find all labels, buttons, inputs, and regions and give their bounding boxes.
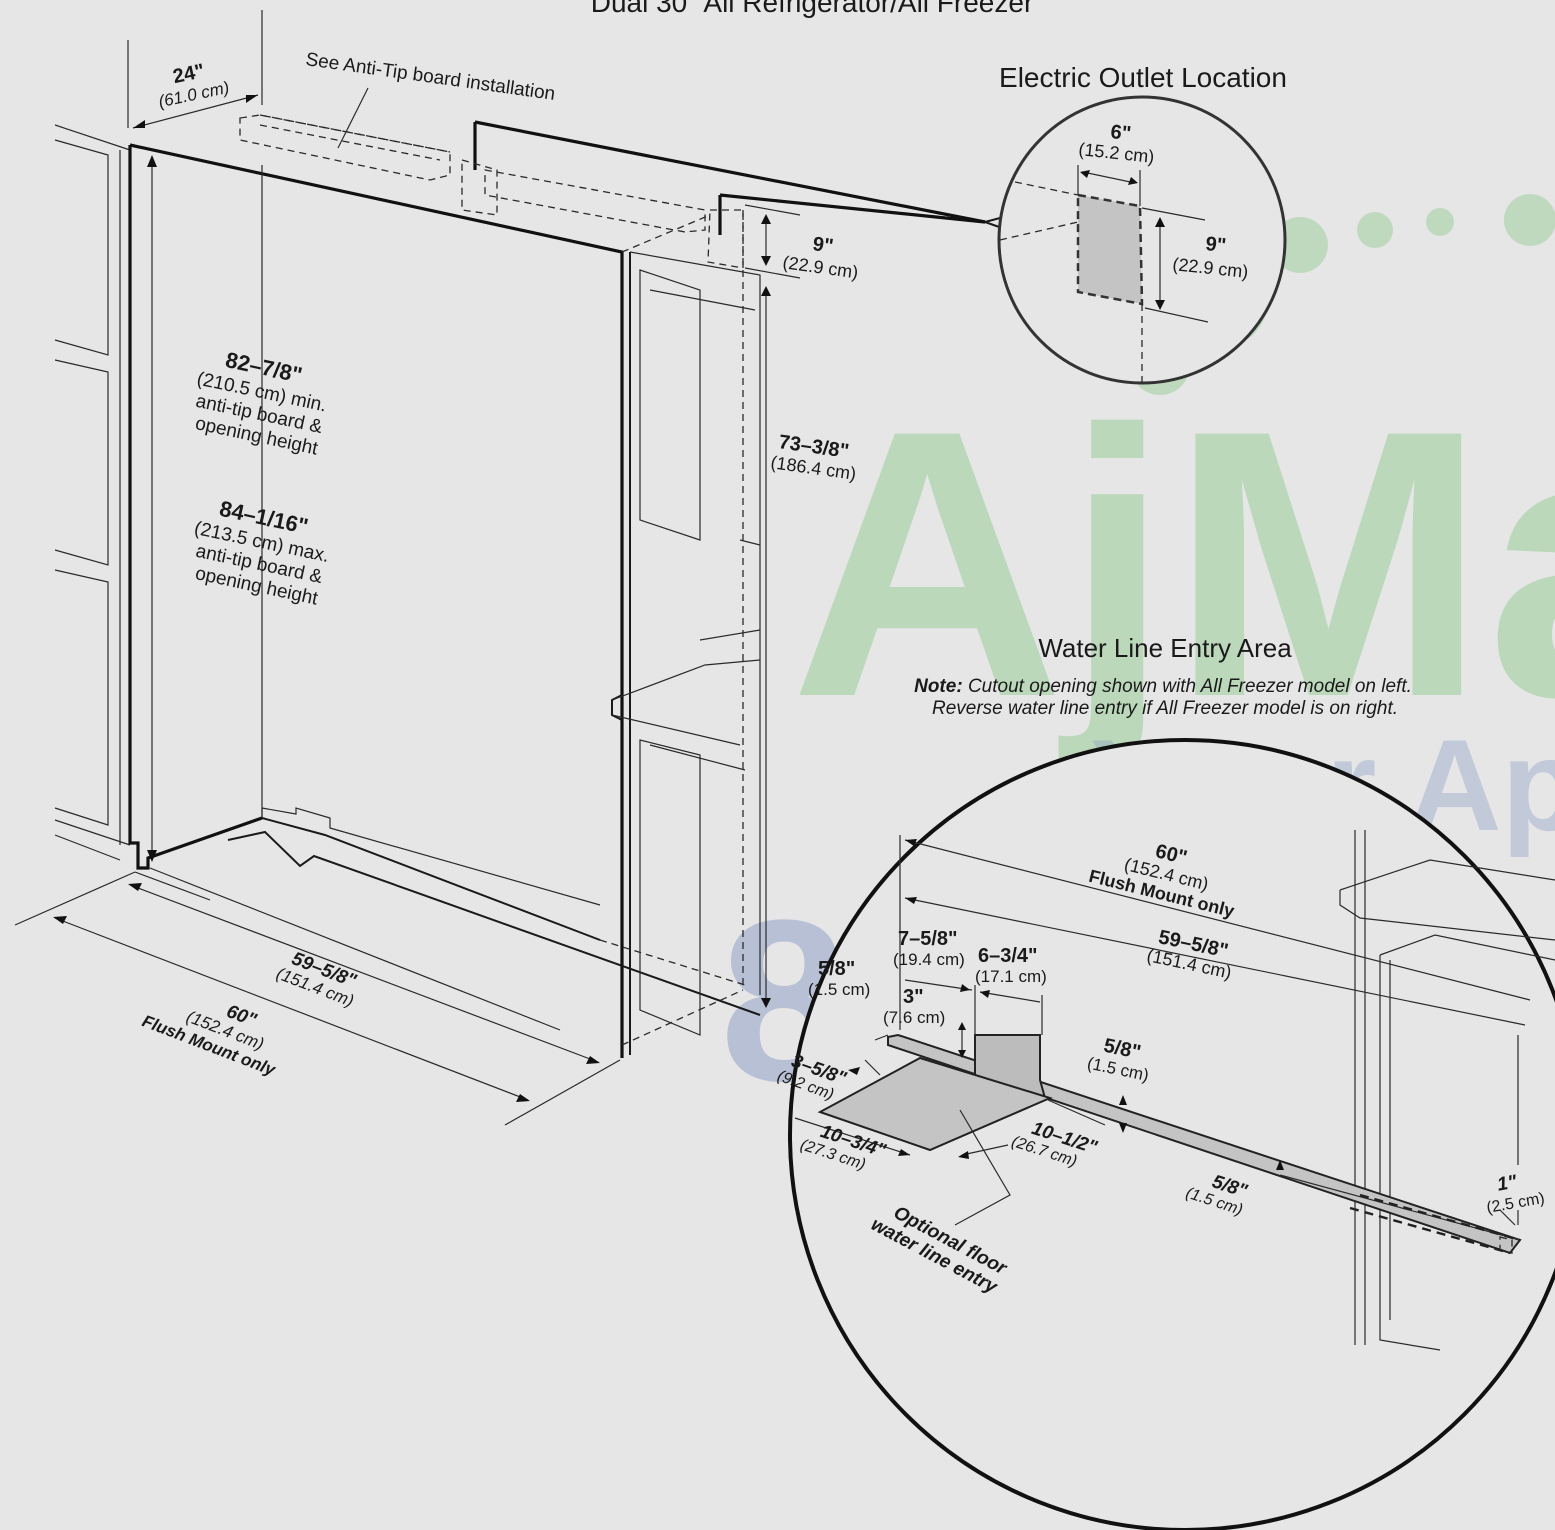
page-title: Dual 30" All Refrigerator/All Freezer	[591, 0, 1034, 18]
w-10b-label: 10–1/2" (26.7 cm)	[1009, 1118, 1100, 1170]
outlet-height-metric: (22.9 cm)	[781, 252, 859, 282]
w-1-value: 1"	[1496, 1171, 1520, 1195]
outlet-height-value: 9"	[811, 233, 834, 258]
floor-entry-area	[817, 1056, 1053, 1152]
outlet-height-dimension	[744, 204, 801, 279]
watermark-dot	[1504, 194, 1555, 246]
water-detail-note-text: Cutout opening shown with All Freezer mo…	[963, 676, 1412, 697]
outlet-detail-title: Electric Outlet Location	[999, 62, 1287, 93]
width-inner-label: 59–5/8" (151.4 cm)	[274, 948, 360, 1010]
outlet-box	[1076, 193, 1144, 306]
w-58a-metric: (1.5 cm)	[808, 980, 870, 999]
w-3-value: 3"	[903, 986, 924, 1008]
width-outer-label: 60" (152.4 cm) Flush Mount only	[140, 1001, 280, 1080]
outlet-detail-height-value: 9"	[1204, 233, 1227, 257]
w-6-value: 6–3/4"	[978, 945, 1038, 967]
w-3-metric: (7.6 cm)	[883, 1008, 945, 1027]
water-detail-note-label: Note:	[914, 676, 963, 697]
width-dimensions	[14, 871, 621, 1126]
height-dimension	[147, 155, 157, 862]
water-detail-note-line1: Note: Cutout opening shown with All Free…	[914, 676, 1412, 697]
outlet-detail-width-value: 6"	[1109, 121, 1132, 145]
watermark-dot	[1426, 208, 1454, 236]
w-7-value: 7–5/8"	[898, 928, 958, 950]
min-height-label: 82–7/8" (210.5 cm) min. anti-tip board &…	[193, 347, 328, 460]
water-detail-title: Water Line Entry Area	[1038, 633, 1292, 663]
watermark-dot	[1357, 212, 1393, 248]
anti-tip-boards	[239, 87, 744, 269]
anti-tip-note: See Anti-Tip board installation	[304, 49, 556, 105]
outlet-detail-circle	[997, 95, 1287, 385]
max-height-label: 84–1/16" (213.5 cm) max. anti-tip board …	[192, 496, 331, 610]
w-6-metric: (17.1 cm)	[975, 967, 1047, 986]
watermark-text-1: AjMa	[790, 351, 1555, 778]
side-height-dimension	[761, 286, 771, 1008]
left-cabinets	[54, 124, 131, 861]
w-58a-value: 5/8"	[818, 958, 855, 980]
w-7-metric: (19.4 cm)	[893, 950, 965, 969]
water-detail-circle	[788, 738, 1555, 1530]
depth-dimension	[132, 94, 259, 129]
water-detail-note-line2: Reverse water line entry if All Freezer …	[932, 698, 1398, 719]
